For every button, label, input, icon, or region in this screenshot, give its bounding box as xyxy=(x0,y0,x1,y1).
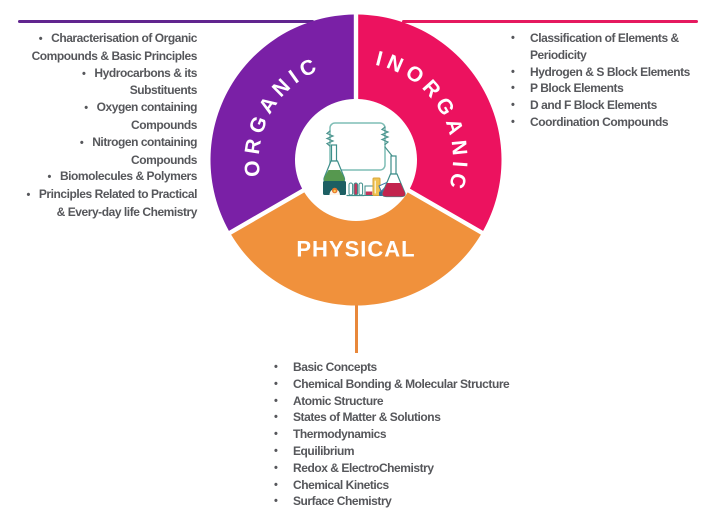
segment-label-physical: PHYSICAL xyxy=(296,237,415,262)
list-item: • Thermodynamics xyxy=(271,426,509,443)
physical-connector-line xyxy=(355,305,358,353)
list-item-text: Surface Chemistry xyxy=(293,494,392,509)
organic-divider-line xyxy=(18,20,314,23)
list-item-text: D and F Block Elements xyxy=(530,98,657,113)
list-item-text: Characterisation of Organic Compounds & … xyxy=(31,31,198,63)
bullet-icon: • xyxy=(274,361,278,373)
bullet-icon: • xyxy=(274,428,278,441)
donut-segment-physical xyxy=(231,192,481,306)
donut-segments xyxy=(210,14,502,306)
list-item-text: Atomic Structure xyxy=(293,393,384,408)
list-item: • Oxygen containing Compounds xyxy=(26,99,197,134)
list-item-text: Principles Related to Practical & Every-… xyxy=(38,187,198,219)
list-item-text: States of Matter & Solutions xyxy=(293,410,441,425)
list-item: • Coordination Compounds xyxy=(508,114,690,131)
list-item-text: Thermodynamics xyxy=(293,427,387,442)
donut-segment-inorganic xyxy=(358,14,502,231)
list-item-text: Equilibrium xyxy=(293,443,355,458)
bullet-icon: • xyxy=(274,444,278,457)
bullet-icon: • xyxy=(274,411,278,424)
list-item: • Atomic Structure xyxy=(271,393,509,410)
bullet-icon: • xyxy=(274,461,278,474)
list-item: • Chemical Kinetics xyxy=(271,477,509,494)
list-item: • Hydrocarbons & its Substituents xyxy=(26,65,197,100)
list-item-text: Biomolecules & Polymers xyxy=(59,169,197,184)
list-item-text: Nitrogen containing Compounds xyxy=(92,134,197,167)
list-item-text: Redox & ElectroChemistry xyxy=(293,460,434,475)
list-item: • Equilibrium xyxy=(271,443,509,460)
bullet-icon: • xyxy=(274,495,278,508)
list-item-text: Chemical Bonding & Molecular Structure xyxy=(293,376,510,391)
bullet-icon: • xyxy=(38,33,43,45)
inorganic-divider-line xyxy=(402,20,698,23)
list-item-text: Hydrocarbons & its Substituents xyxy=(94,65,197,98)
donut-segment-organic xyxy=(210,14,354,231)
bullet-icon: • xyxy=(26,189,30,202)
list-item: • Biomolecules & Polymers xyxy=(26,168,198,186)
list-item: • Nitrogen containing Compounds xyxy=(26,134,198,169)
list-item-text: Chemical Kinetics xyxy=(293,477,389,492)
list-item: • Classification of Elements & Periodicit… xyxy=(508,30,690,64)
bullet-icon: • xyxy=(84,102,88,115)
bullet-icon: • xyxy=(47,171,52,184)
list-item: • Chemical Bonding & Molecular Structure xyxy=(271,376,510,393)
organic-topic-list: •Characterisation of Organic Compounds &… xyxy=(26,30,197,221)
list-item: • D and F Block Elements xyxy=(508,97,690,114)
bullet-icon: • xyxy=(511,65,515,78)
bullet-icon: • xyxy=(274,394,278,407)
list-item: • Principles Related to Practical & Every… xyxy=(26,186,197,221)
list-item: • Basic Concepts xyxy=(271,359,509,376)
list-item-text: Hydrogen & S Block Elements xyxy=(530,64,690,79)
list-item-text: Basic Concepts xyxy=(293,360,377,374)
bullet-icon: • xyxy=(511,32,515,44)
list-item: • States of Matter & Solutions xyxy=(271,409,509,426)
list-item: • Redox & ElectroChemistry xyxy=(271,460,509,477)
bullet-icon: • xyxy=(274,478,278,491)
chemistry-lab-illustration-icon xyxy=(296,100,416,220)
list-item-text: Coordination Compounds xyxy=(530,114,669,129)
bullet-icon: • xyxy=(511,115,515,128)
list-item-text: P Block Elements xyxy=(530,81,624,96)
list-item: • P Block Elements xyxy=(508,80,690,97)
bullet-icon: • xyxy=(511,82,515,95)
list-item: • Hydrogen & S Block Elements xyxy=(508,64,690,81)
bullet-icon: • xyxy=(274,377,278,390)
bullet-icon: • xyxy=(511,99,515,112)
inorganic-topic-list: • Classification of Elements & Periodicit… xyxy=(508,30,690,131)
bullet-icon: • xyxy=(79,136,84,149)
physical-topic-list: • Basic Concepts • Chemical Bonding & Molec… xyxy=(271,359,510,510)
bullet-icon: • xyxy=(82,67,86,80)
list-item: • Surface Chemistry xyxy=(271,493,509,510)
list-item-text: Oxygen containing Compounds xyxy=(96,100,198,132)
list-item: •Characterisation of Organic Compounds &… xyxy=(26,30,198,65)
list-item-text: Classification of Elements & Periodicity xyxy=(530,31,679,62)
